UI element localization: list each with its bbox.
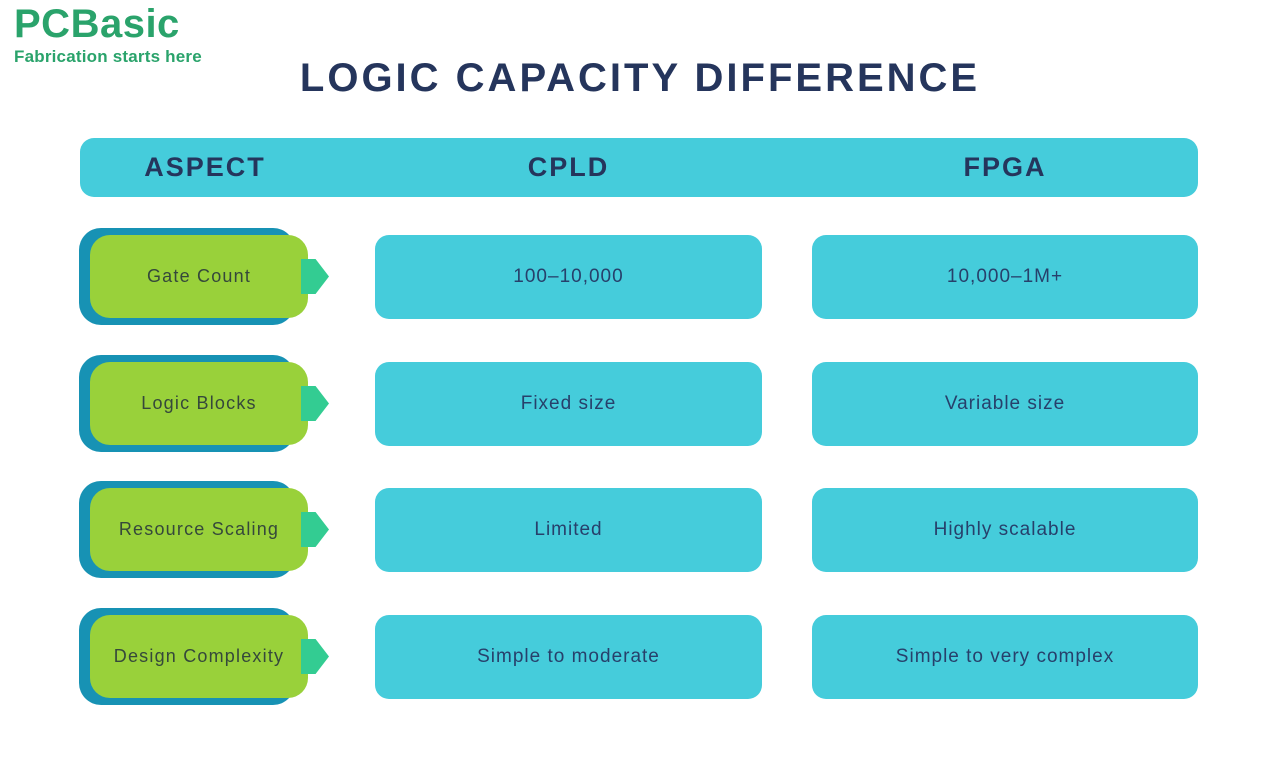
aspect-label-box: Logic Blocks [90,362,308,445]
header-fpga: FPGA [963,152,1047,182]
aspect-label-text: Resource Scaling [118,519,280,539]
arrow-right-icon [301,512,329,547]
cpld-value-cell: 100–10,000 [375,235,762,319]
cpld-value-text: 100–10,000 [513,266,624,287]
fpga-value-cell: Highly scalable [812,488,1198,572]
table-row: Resource Scaling Limited Highly scalable [0,481,1280,578]
table-header-bar: ASPECT CPLD FPGA [80,138,1198,197]
fpga-value-cell: Simple to very complex [812,615,1198,699]
cpld-value-text: Simple to moderate [477,646,660,667]
fpga-value-text: 10,000–1M+ [946,266,1064,287]
cpld-value-cell: Limited [375,488,762,572]
aspect-label-box: Design Complexity [90,615,308,698]
cpld-value-text: Fixed size [520,393,617,414]
table-row: Design Complexity Simple to moderate Sim… [0,608,1280,705]
fpga-value-cell: Variable size [812,362,1198,446]
brand-tagline: Fabrication starts here [14,47,202,66]
header-aspect: ASPECT [144,152,266,182]
brand-logo: PCBasic Fabrication starts here [14,4,202,67]
cpld-value-text: Limited [534,519,603,540]
aspect-label-box: Gate Count [90,235,308,318]
fpga-value-text: Simple to very complex [895,646,1115,667]
fpga-value-text: Highly scalable [933,519,1077,540]
arrow-right-icon [301,639,329,674]
cpld-value-cell: Fixed size [375,362,762,446]
aspect-label-box: Resource Scaling [90,488,308,571]
brand-name: PCBasic [14,2,180,46]
page-title: LOGIC CAPACITY DIFFERENCE [299,56,981,100]
table-row: Logic Blocks Fixed size Variable size [0,355,1280,452]
fpga-value-text: Variable size [944,393,1066,414]
aspect-label-text: Logic Blocks [141,393,257,413]
arrow-right-icon [301,386,329,421]
aspect-label-text: Design Complexity [113,646,285,666]
fpga-value-cell: 10,000–1M+ [812,235,1198,319]
table-row: Gate Count 100–10,000 10,000–1M+ [0,228,1280,325]
header-cpld: CPLD [527,152,610,182]
cpld-value-cell: Simple to moderate [375,615,762,699]
aspect-label-text: Gate Count [146,266,252,286]
arrow-right-icon [301,259,329,294]
